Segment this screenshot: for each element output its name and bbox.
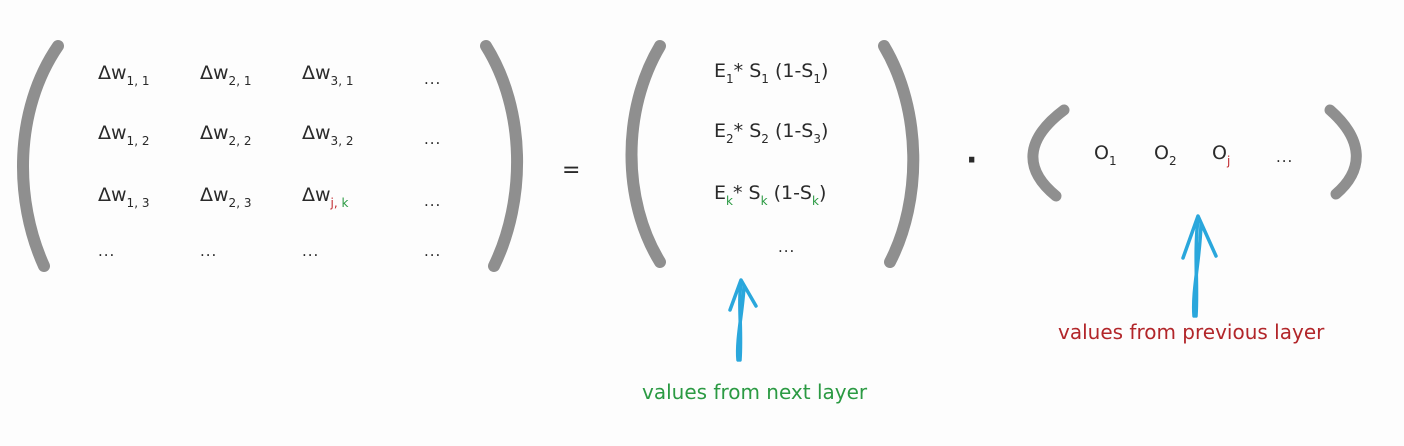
matrix-ellipsis: ... (302, 242, 320, 260)
output-term-j: Oj (1212, 142, 1231, 168)
output-vector-ellipsis: ... (1276, 148, 1294, 166)
dw-term: Δw3, 2 (302, 122, 354, 148)
label-values-from-previous-layer: values from previous layer (1058, 320, 1325, 344)
error-term-k: Ek* Sk (1-Sk) (714, 182, 827, 208)
matrix-ellipsis: ... (424, 192, 442, 210)
equals-sign: = (562, 158, 581, 183)
dw-term: Δw2, 1 (200, 62, 252, 88)
dw-term-jk: Δwj, k (302, 184, 349, 210)
arrow-up-icon-next-layer (728, 278, 758, 362)
error-term: E1* S1 (1-S1) (714, 60, 829, 86)
left-paren-matrix (17, 40, 64, 272)
dw-term: Δw2, 2 (200, 122, 252, 148)
right-paren-output-vector (1324, 104, 1362, 200)
dw-term: Δw2, 3 (200, 184, 252, 210)
dot-operator: · (966, 143, 978, 178)
dw-term: Δw3, 1 (302, 62, 354, 88)
matrix-ellipsis: ... (424, 70, 442, 88)
dw-term: Δw1, 1 (98, 62, 150, 88)
left-paren-output-vector (1027, 104, 1070, 202)
output-term: O1 (1094, 142, 1117, 168)
dw-term: Δw1, 3 (98, 184, 150, 210)
arrow-up-icon-previous-layer (1181, 214, 1218, 318)
matrix-ellipsis: ... (200, 242, 218, 260)
matrix-ellipsis: ... (424, 242, 442, 260)
matrix-ellipsis: ... (98, 242, 116, 260)
output-term: O2 (1154, 142, 1177, 168)
left-paren-error-vector (625, 40, 666, 268)
label-values-from-next-layer: values from next layer (642, 380, 868, 404)
dw-term: Δw1, 2 (98, 122, 150, 148)
matrix-ellipsis: ... (424, 130, 442, 148)
right-paren-matrix (480, 40, 523, 272)
error-term: E2* S2 (1-S3) (714, 120, 829, 146)
error-vector-ellipsis: ... (778, 238, 796, 256)
right-paren-error-vector (878, 40, 920, 268)
